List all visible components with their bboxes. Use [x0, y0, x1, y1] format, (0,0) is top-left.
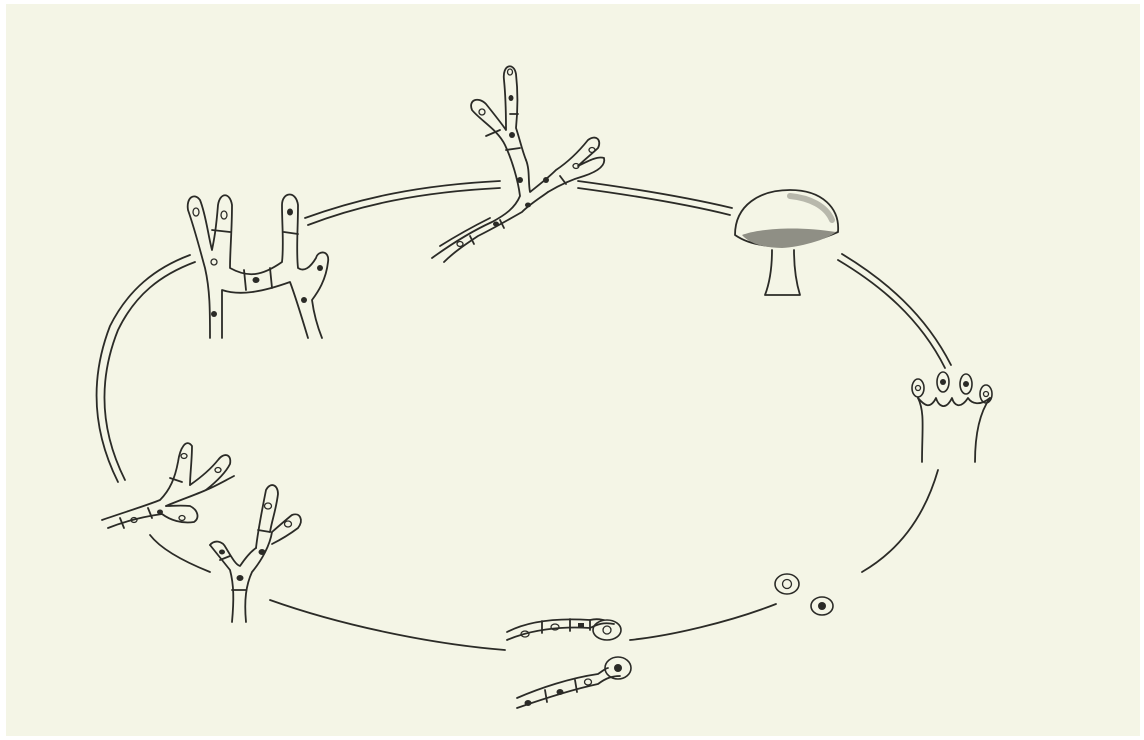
- diagram-background: [6, 4, 1140, 736]
